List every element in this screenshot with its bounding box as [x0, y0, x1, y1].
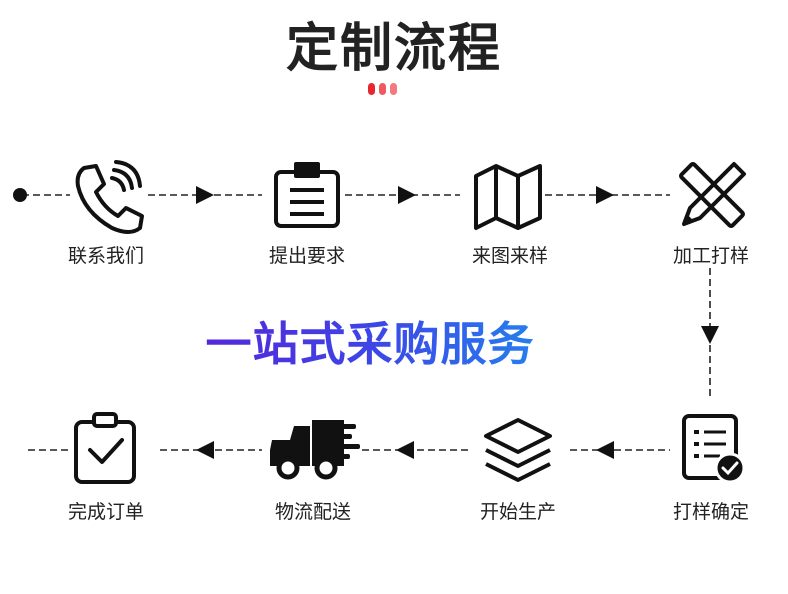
accent-dot-2 [379, 83, 386, 95]
accent-dot-1 [368, 83, 375, 95]
start-dot [13, 188, 27, 202]
arrow-7 [196, 441, 214, 459]
page-title: 定制流程 [285, 19, 502, 79]
step-label-3: 来图来样 [471, 245, 548, 267]
map-icon [474, 164, 542, 230]
accent-dot-3 [390, 83, 397, 95]
step-label-1: 联系我们 [67, 245, 144, 267]
arrow-6 [396, 441, 414, 459]
clipboard-check-icon [74, 412, 136, 484]
clipboard-icon [274, 162, 340, 228]
step-label-4: 加工打样 [672, 245, 749, 267]
arrow-3 [596, 186, 614, 204]
step-label-6: 开始生产 [479, 501, 556, 523]
arrowheads [196, 186, 719, 459]
title-accent-dots [368, 83, 428, 95]
step-label-2: 提出要求 [268, 245, 345, 267]
step-label-8: 完成订单 [67, 501, 144, 523]
step-label-7: 物流配送 [274, 501, 351, 523]
slogan: 一站式采购服务 [160, 308, 580, 374]
truck-icon [270, 420, 360, 480]
arrow-5 [596, 441, 614, 459]
arrow-4 [701, 326, 719, 344]
layers-icon [484, 418, 552, 482]
pencil-ruler-icon [679, 162, 746, 228]
arrow-2 [398, 186, 416, 204]
phone-icon [75, 160, 144, 234]
checklist-icon [682, 414, 746, 484]
arrow-1 [196, 186, 214, 204]
step-label-5: 打样确定 [672, 501, 749, 523]
